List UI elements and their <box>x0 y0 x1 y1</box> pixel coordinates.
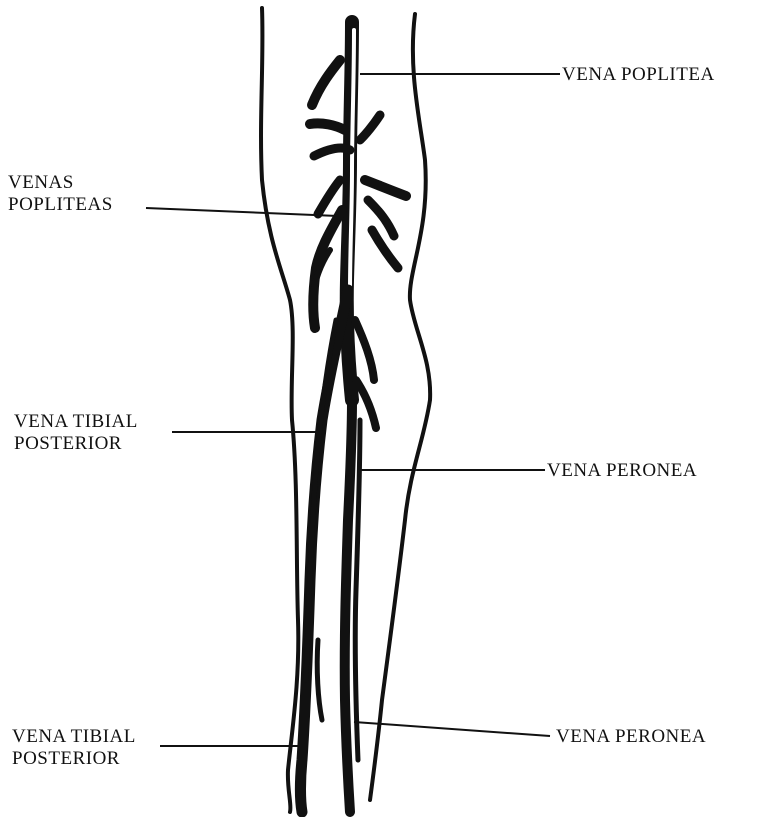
label-peronea-lower: VENA PERONEA <box>556 726 706 748</box>
leader-peronea-lower <box>354 722 550 736</box>
leg-outline-left <box>261 8 298 812</box>
popliteal-branch-upper-left <box>312 60 340 105</box>
leg-outline-right <box>370 14 430 800</box>
label-tibial-posterior-upper: VENA TIBIAL POSTERIOR <box>14 411 138 455</box>
label-vena-poplitea: VENA POPLITEA <box>562 64 715 86</box>
peroneal-vein <box>345 400 352 812</box>
label-peronea-upper: VENA PERONEA <box>547 460 697 482</box>
leader-venas-popliteas <box>146 208 338 216</box>
posterior-tibial-vein <box>301 290 349 812</box>
label-tibial-posterior-lower: VENA TIBIAL POSTERIOR <box>12 726 136 770</box>
label-venas-popliteas: VENAS POPLITEAS <box>8 172 113 216</box>
